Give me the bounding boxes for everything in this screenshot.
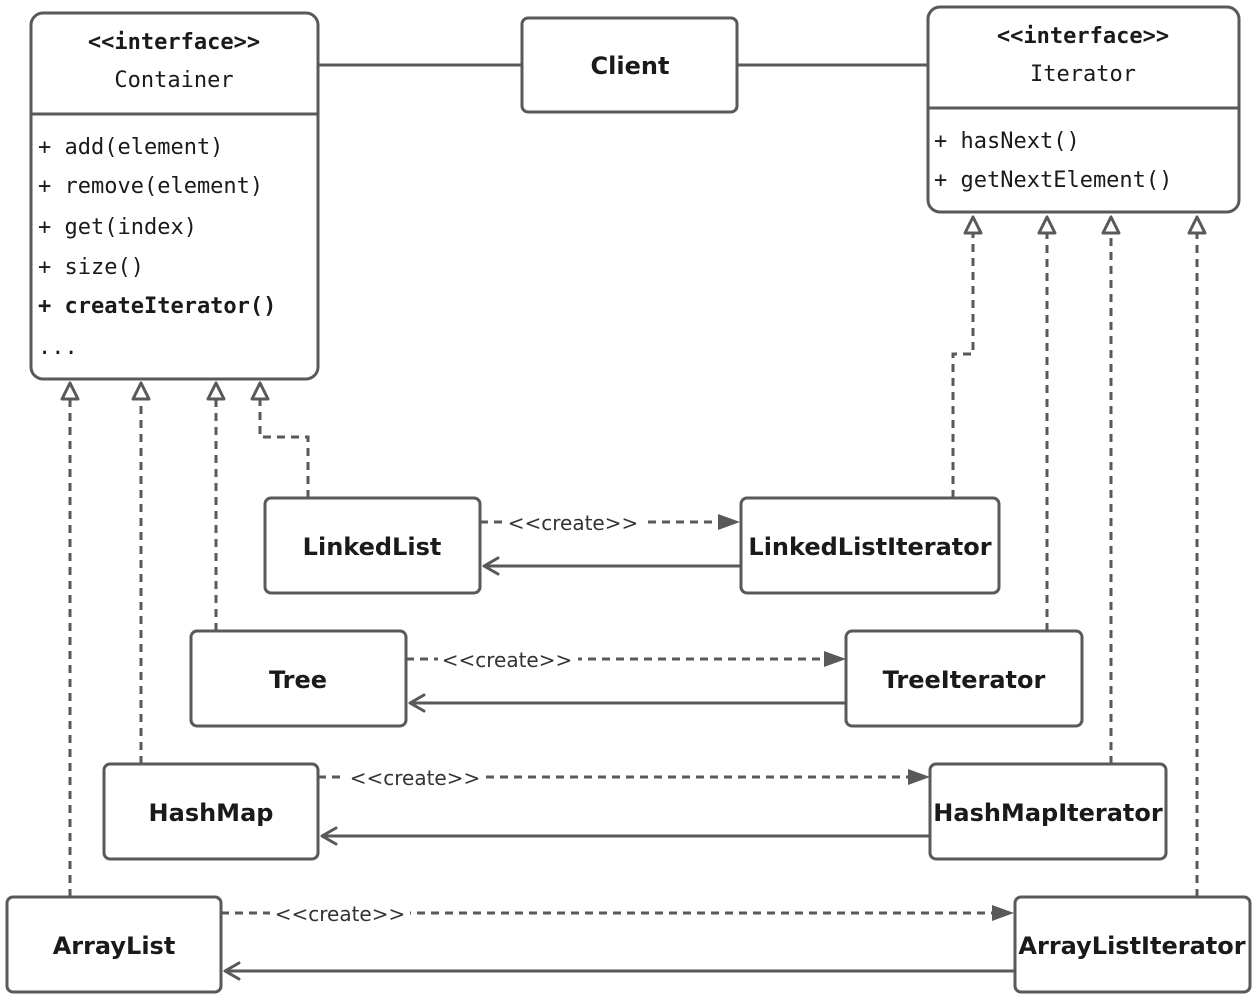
- container-stereotype: <<interface>>: [88, 30, 260, 55]
- linkedlistiterator-box: [739, 496, 1001, 595]
- realization-arrowhead-linkedlistiterator: [963, 215, 983, 235]
- iterator-method-hasnext: + hasNext(): [934, 129, 1080, 154]
- realization-arrowhead-linkedlist: [250, 381, 270, 401]
- client-name: Client: [591, 52, 670, 80]
- container-box: [29, 11, 320, 381]
- treeiterator-name: TreeIterator: [883, 666, 1046, 694]
- association-arrowhead-arraylist: [223, 961, 241, 981]
- create-label-bg-linkedlist: [504, 510, 644, 536]
- hashmap-name: HashMap: [149, 799, 274, 827]
- container-method-add: + add(element): [38, 135, 223, 160]
- container-name: Container: [114, 68, 233, 93]
- tree-name: Tree: [269, 666, 327, 694]
- client-box: [520, 16, 739, 114]
- arraylist-name: ArrayList: [53, 932, 176, 960]
- iterator-stereotype: <<interface>>: [997, 24, 1169, 49]
- linkedlist-box: [263, 496, 482, 595]
- arraylistiterator-box: [1013, 895, 1252, 994]
- realization-arrowhead-hashmapiterator: [1101, 215, 1121, 235]
- create-arrowhead-linkedlist: [718, 514, 740, 530]
- container-interface: <<interface>> Container + add(element) +…: [29, 11, 320, 381]
- realization-linkedlist-container: [258, 398, 310, 498]
- create-arrowhead-hashmap: [908, 769, 930, 785]
- container-method-more: ...: [38, 335, 78, 360]
- realization-arrowhead-tree: [206, 381, 226, 401]
- realization-arrowhead-treeiterator: [1037, 215, 1057, 235]
- realization-arrowhead-hashmap: [131, 381, 151, 401]
- container-method-size: + size(): [38, 255, 144, 280]
- realization-linkedlistiterator-iterator: [951, 233, 975, 498]
- hashmapiterator-box: [928, 762, 1168, 861]
- association-arrowhead-tree: [408, 693, 426, 713]
- create-label-arraylist: <<create>>: [275, 902, 406, 926]
- create-label-bg-arraylist: [270, 901, 410, 927]
- iterator-name: Iterator: [1030, 62, 1136, 87]
- create-label-hashmap: <<create>>: [350, 766, 481, 790]
- arraylist-box: [5, 895, 223, 994]
- iterator-method-getnextelement: + getNextElement(): [934, 168, 1172, 193]
- container-method-createiterator: + createIterator(): [38, 294, 276, 319]
- create-label-bg-tree: [438, 647, 578, 673]
- iterator-interface: <<interface>> Iterator + hasNext() + get…: [926, 5, 1241, 214]
- treeiterator-box: [844, 629, 1084, 728]
- association-arrowhead-hashmap: [320, 826, 338, 846]
- container-method-get: + get(index): [38, 215, 197, 240]
- create-label-bg-hashmap: [345, 765, 485, 791]
- realization-arrowhead-arraylistiterator: [1187, 215, 1207, 235]
- arraylistiterator-name: ArrayListIterator: [1018, 932, 1245, 960]
- create-arrowhead-arraylist: [992, 905, 1014, 921]
- linkedlistiterator-name: LinkedListIterator: [748, 533, 991, 561]
- create-arrowhead-tree: [824, 651, 846, 667]
- container-method-remove: + remove(element): [38, 174, 263, 199]
- realization-arrowhead-arraylist: [60, 381, 80, 401]
- association-arrowhead-linkedlist: [482, 556, 500, 576]
- create-label-linkedlist: <<create>>: [508, 511, 639, 535]
- create-label-tree: <<create>>: [442, 648, 573, 672]
- hashmap-box: [102, 762, 320, 861]
- client-class: Client: [520, 16, 739, 114]
- linkedlist-name: LinkedList: [303, 533, 442, 561]
- hashmapiterator-name: HashMapIterator: [933, 799, 1163, 827]
- tree-box: [189, 629, 408, 728]
